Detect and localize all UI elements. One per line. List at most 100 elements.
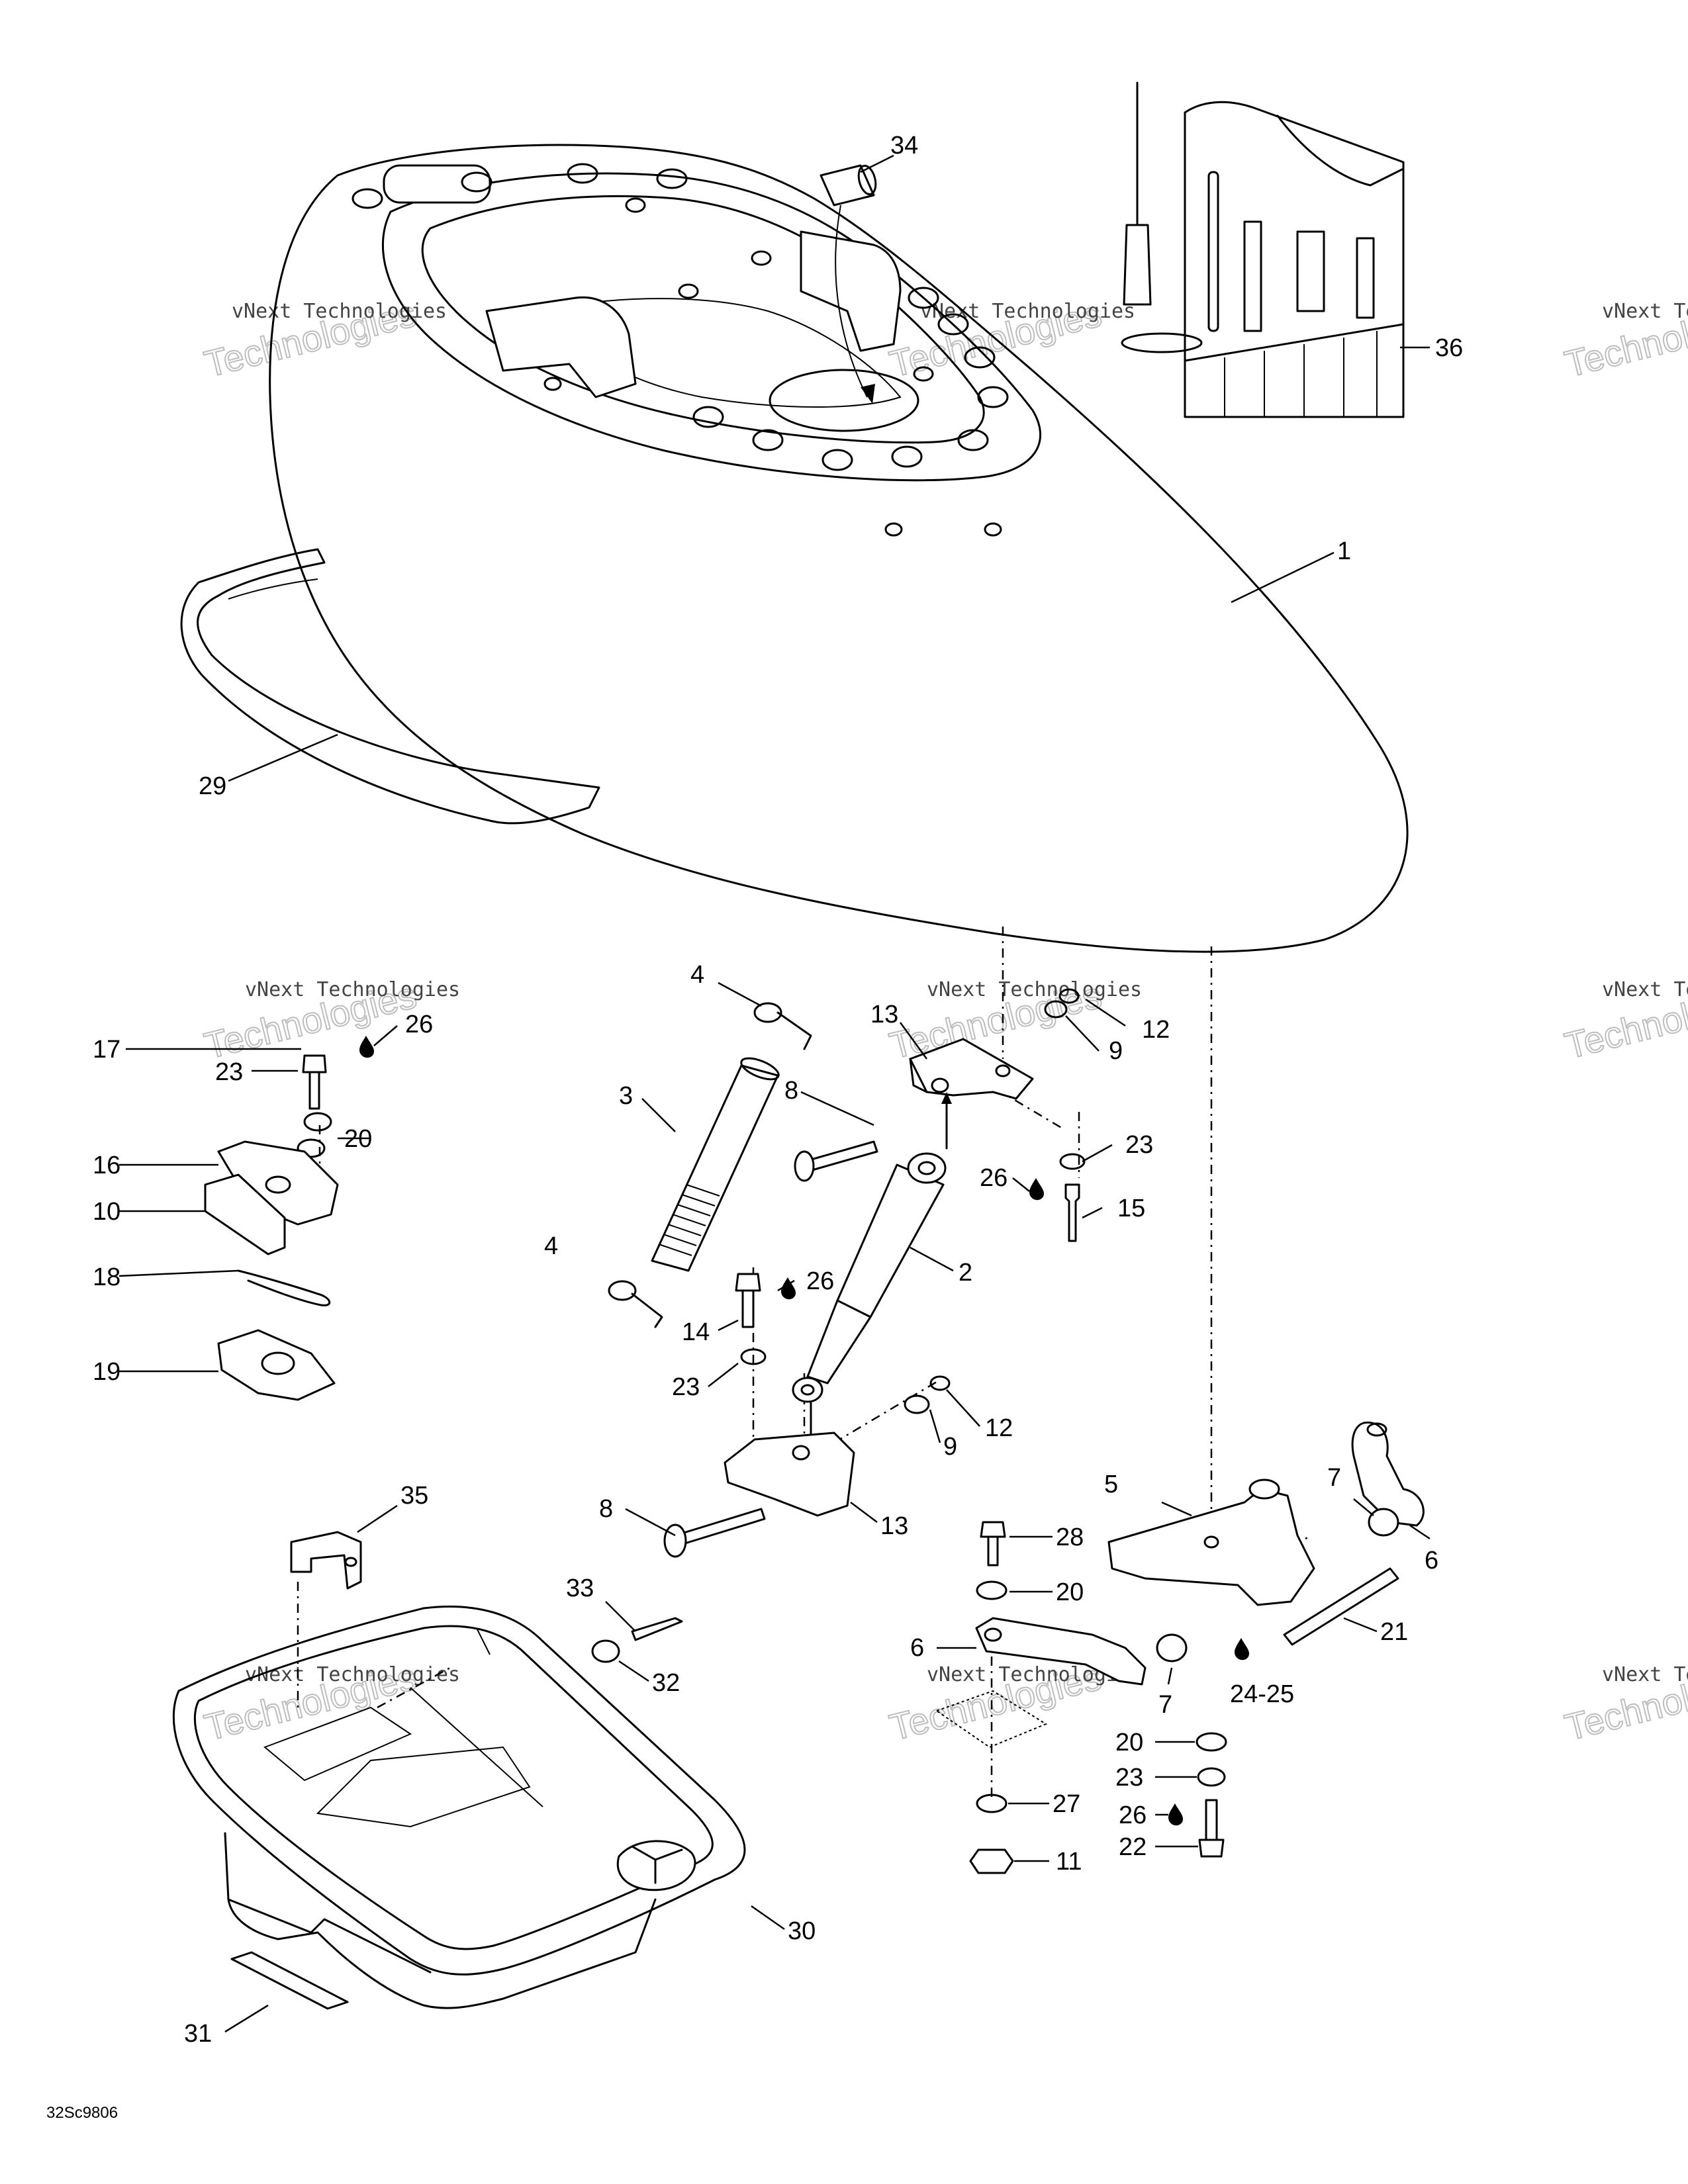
part-washer-9a bbox=[1044, 1000, 1068, 1019]
callout-26-upper: 26 bbox=[980, 1164, 1008, 1192]
part-nut-11 bbox=[969, 1848, 1014, 1874]
callout-19: 19 bbox=[93, 1358, 120, 1386]
callout-7-lower: 7 bbox=[1158, 1691, 1172, 1719]
part-washer-23d bbox=[1197, 1767, 1226, 1787]
callout-14: 14 bbox=[682, 1318, 710, 1346]
part-tool-kit-36 bbox=[1121, 81, 1405, 418]
part-storage-bin-30 bbox=[172, 1606, 746, 2009]
part-washer-20b bbox=[976, 1580, 1008, 1600]
part-pin-33 bbox=[631, 1617, 683, 1641]
callout-8-upper: 8 bbox=[784, 1077, 798, 1105]
oil-drop-icon bbox=[780, 1277, 796, 1300]
watermark-small: vNext Technologies bbox=[1602, 978, 1688, 1001]
callout-2: 2 bbox=[959, 1259, 972, 1287]
callout-35: 35 bbox=[400, 1482, 428, 1510]
oil-drop-icon bbox=[359, 1036, 375, 1058]
callout-23-upper: 23 bbox=[1125, 1131, 1153, 1159]
callout-20-latch: 20 bbox=[344, 1125, 372, 1153]
callout-33: 33 bbox=[566, 1574, 594, 1602]
part-prop-rod-3 bbox=[651, 1057, 780, 1272]
callout-5: 5 bbox=[1104, 1471, 1118, 1498]
part-washer-20a bbox=[303, 1112, 332, 1132]
part-arm-6a bbox=[1351, 1422, 1425, 1527]
part-bolt-22 bbox=[1198, 1799, 1225, 1858]
part-clip-4a bbox=[753, 1002, 812, 1050]
part-gas-shock-2 bbox=[792, 1152, 947, 1459]
callout-32: 32 bbox=[652, 1669, 680, 1697]
callout-18: 18 bbox=[93, 1263, 120, 1291]
oil-drop-icon bbox=[1168, 1803, 1184, 1826]
callout-11: 11 bbox=[1056, 1848, 1082, 1876]
callout-28: 28 bbox=[1056, 1524, 1084, 1551]
watermark-small: vNext Technologies bbox=[245, 1663, 460, 1686]
callout-20-lower: 20 bbox=[1115, 1729, 1143, 1756]
watermark-small: vNext Technologies bbox=[1602, 1663, 1688, 1686]
part-gasket-29 bbox=[180, 548, 600, 825]
callout-23-shock: 23 bbox=[672, 1373, 700, 1401]
watermark-small: vNext Technologies bbox=[920, 300, 1135, 323]
callout-9-upper: 9 bbox=[1109, 1037, 1123, 1065]
rim-holes bbox=[543, 197, 1009, 537]
part-pin-8a bbox=[794, 1140, 878, 1182]
part-screw-15 bbox=[1059, 1153, 1086, 1242]
callout-23-latch: 23 bbox=[215, 1058, 243, 1086]
callout-3: 3 bbox=[619, 1082, 633, 1110]
callout-20-hinge: 20 bbox=[1056, 1578, 1084, 1606]
watermark-small: vNext Technologies bbox=[245, 978, 460, 1001]
callout-10: 10 bbox=[93, 1198, 120, 1226]
callout-16: 16 bbox=[93, 1152, 120, 1179]
callout-30: 30 bbox=[788, 1917, 816, 1945]
part-hinge-5 bbox=[1107, 1479, 1315, 1606]
callout-26-latch: 26 bbox=[405, 1011, 433, 1038]
callout-24-25: 24-25 bbox=[1230, 1680, 1294, 1708]
part-washer-27 bbox=[976, 1794, 1008, 1813]
callout-labels: 34 36 1 29 4 4 13 12 9 17 26 3 8 23 23 2… bbox=[93, 132, 1463, 2048]
part-pin-8b bbox=[663, 1508, 766, 1558]
part-lock-washer-12a bbox=[1058, 988, 1080, 1004]
part-strip-31 bbox=[230, 1951, 349, 2010]
callout-15: 15 bbox=[1117, 1195, 1145, 1222]
callout-34: 34 bbox=[890, 132, 918, 159]
part-clip-4b bbox=[608, 1280, 663, 1328]
part-pin-18 bbox=[237, 1269, 330, 1306]
part-latch-19 bbox=[217, 1329, 336, 1401]
plate-outline bbox=[935, 1690, 1048, 1749]
callout-31: 31 bbox=[184, 2020, 212, 2048]
callout-29: 29 bbox=[199, 772, 226, 800]
part-bushing-7a bbox=[1368, 1508, 1399, 1537]
callout-1: 1 bbox=[1337, 537, 1351, 565]
callout-36: 36 bbox=[1435, 334, 1463, 362]
callout-21: 21 bbox=[1380, 1618, 1408, 1646]
watermark-small: vNext Technologies bbox=[232, 300, 447, 323]
callout-13-lower: 13 bbox=[880, 1512, 908, 1540]
callout-4-lower: 4 bbox=[544, 1232, 558, 1260]
callout-23-lower: 23 bbox=[1115, 1764, 1143, 1792]
callout-17: 17 bbox=[93, 1036, 120, 1064]
callout-8-lower: 8 bbox=[599, 1495, 613, 1523]
oil-drop-icon bbox=[1029, 1178, 1045, 1201]
part-grommet-32 bbox=[591, 1639, 620, 1663]
leader-lines bbox=[118, 154, 1430, 2033]
part-lock-washer-12b bbox=[929, 1375, 951, 1391]
part-screw-17 bbox=[302, 1054, 327, 1110]
part-rod-21 bbox=[1283, 1567, 1399, 1646]
part-bushing-7b bbox=[1156, 1633, 1188, 1662]
callout-27: 27 bbox=[1053, 1790, 1080, 1818]
watermark-small: vNext Technologies bbox=[927, 978, 1142, 1001]
callout-22: 22 bbox=[1119, 1833, 1147, 1861]
watermark-small: vNext Technologies bbox=[1602, 300, 1688, 323]
callout-26-lower: 26 bbox=[1119, 1801, 1147, 1829]
lubricant-drop-icons bbox=[359, 1036, 1250, 1826]
callout-12-lower: 12 bbox=[985, 1414, 1013, 1442]
callout-6-upper: 6 bbox=[1425, 1547, 1438, 1574]
callout-12-upper: 12 bbox=[1142, 1016, 1170, 1044]
diagram-code: 32Sc9806 bbox=[46, 2104, 118, 2122]
callout-4-upper: 4 bbox=[690, 961, 704, 989]
part-front-cover bbox=[269, 144, 1409, 953]
part-bracket-13a bbox=[909, 1038, 1034, 1150]
callout-13-upper: 13 bbox=[870, 1001, 898, 1028]
callout-26-shock: 26 bbox=[806, 1267, 834, 1295]
part-bolt-28 bbox=[980, 1521, 1006, 1567]
part-sleeve-34 bbox=[820, 164, 877, 206]
